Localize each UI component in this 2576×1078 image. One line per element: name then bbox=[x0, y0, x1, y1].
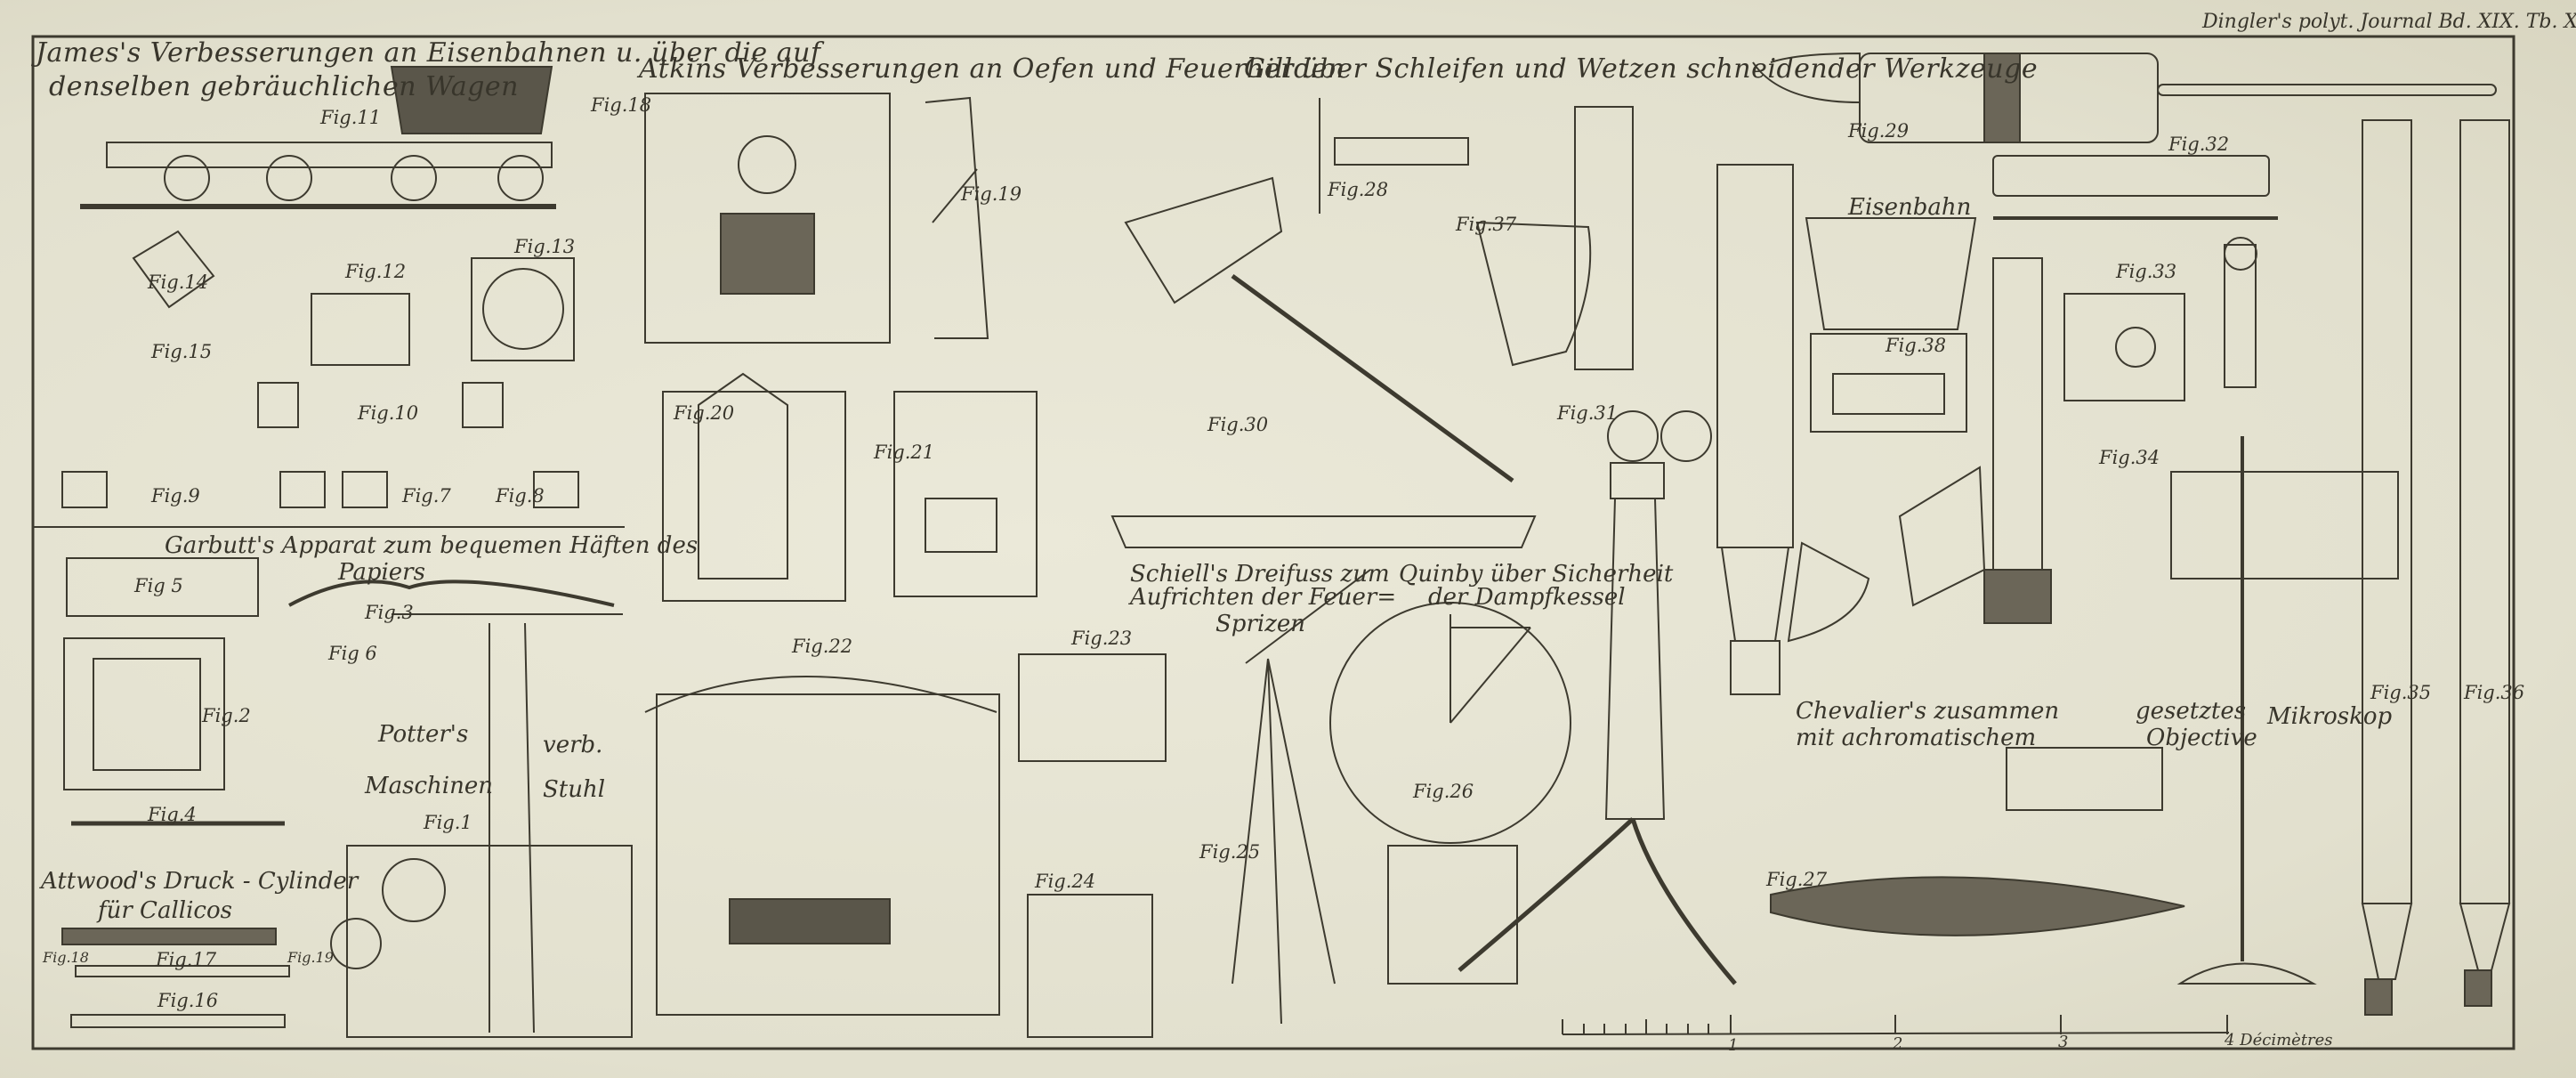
scale-tick-label: 3 bbox=[2058, 1033, 2069, 1051]
figure-label: Fig.36 bbox=[2464, 682, 2525, 703]
figure-label: Fig.32 bbox=[2168, 134, 2230, 155]
achromatic-microscope-drawing bbox=[1898, 237, 2399, 985]
coupling-drawings bbox=[61, 230, 579, 508]
heading-schiell-line3: Sprizen bbox=[1215, 611, 1306, 637]
figure-label: Fig.24 bbox=[1035, 871, 1096, 892]
figure-label: Fig.8 bbox=[496, 485, 545, 507]
scale-tick-label: 2 bbox=[1893, 1034, 1903, 1053]
figure-label: Fig.23 bbox=[1071, 628, 1133, 649]
heading-james-line2: denselben gebräuchlichen Wagen bbox=[49, 71, 519, 102]
figure-label: Fig.37 bbox=[1456, 214, 1517, 235]
figure-label: Fig 6 bbox=[328, 643, 377, 664]
figure-label: Fig.28 bbox=[1328, 179, 1389, 200]
figure-label: Fig.25 bbox=[1199, 841, 1261, 863]
boiler-circle-drawing bbox=[1329, 602, 1571, 985]
figure-label: Fig.13 bbox=[514, 236, 576, 257]
scale-tick-label: 1 bbox=[1728, 1036, 1739, 1055]
figure-label: Fig.22 bbox=[792, 636, 853, 657]
figure-label: Fig.29 bbox=[1848, 120, 1910, 142]
figure-label: Fig.2 bbox=[202, 705, 251, 726]
figure-label: Fig.35 bbox=[2370, 682, 2432, 703]
figure-label: Fig.33 bbox=[2116, 261, 2177, 282]
figure-label: Fig.31 bbox=[1557, 402, 1619, 424]
loom-drawing bbox=[330, 622, 633, 1038]
heading-james-line1: James's Verbesserungen an Eisenbahnen u.… bbox=[36, 37, 821, 69]
journal-header: Dingler's polyt. Journal Bd. XIX. Tb. XI bbox=[2202, 11, 2576, 33]
grinding-tool-drawings bbox=[1110, 52, 2497, 548]
tripod-drawing bbox=[1231, 569, 1371, 1025]
figure-label: Fig.30 bbox=[1207, 414, 1269, 435]
figure-label: Fig.4 bbox=[148, 804, 197, 825]
heading-chevalier-line1: Chevalier's zusammen bbox=[1796, 698, 2060, 725]
railway-wagon-drawing bbox=[80, 66, 556, 209]
heading-chevalier-line3: gesetztes bbox=[2136, 698, 2247, 725]
heading-chevalier-line2: mit achromatischem bbox=[1796, 725, 2037, 751]
figure-label: Fig.14 bbox=[148, 272, 209, 293]
figure-label: Fig.18 bbox=[591, 94, 652, 116]
figure-label: Fig.26 bbox=[1413, 781, 1474, 802]
figure-label: Fig.15 bbox=[151, 341, 213, 362]
heading-atkins: Atkins Verbesserungen an Oefen und Feuer… bbox=[639, 53, 1345, 85]
scale-bar bbox=[1562, 1015, 2230, 1035]
plate-frame bbox=[31, 35, 2515, 1050]
figure-label: Fig.16 bbox=[157, 990, 219, 1011]
scale-end-label: 4 Décimètres bbox=[2225, 1031, 2333, 1050]
heading-garbutt-line2: Papiers bbox=[338, 559, 425, 586]
figure-label: Fig.9 bbox=[151, 485, 200, 507]
heading-attwood-line2: für Callicos bbox=[98, 897, 232, 924]
heading-potter-line2: verb. bbox=[543, 732, 603, 758]
stove-drawings bbox=[644, 93, 1167, 1038]
figure-label: Fig.11 bbox=[320, 107, 382, 128]
figure-label: Fig.3 bbox=[365, 602, 414, 623]
heading-chevalier-line5: Mikroskop bbox=[2267, 703, 2393, 730]
microscope-drawing bbox=[1458, 164, 2185, 985]
figure-label: Fig.38 bbox=[1886, 335, 1947, 356]
railcar-section-drawing bbox=[1805, 217, 1977, 433]
figure-label: Fig.19 bbox=[961, 183, 1022, 205]
figure-label: Fig.1 bbox=[424, 812, 472, 833]
figure-label: Fig.12 bbox=[345, 261, 407, 282]
print-cylinder-drawings bbox=[61, 928, 290, 1028]
figure-label: Fig.27 bbox=[1766, 869, 1828, 890]
figure-label: Fig.7 bbox=[402, 485, 451, 507]
figure-label: Fig.17 bbox=[156, 949, 217, 970]
heading-schiell-line2: Aufrichten der Feuer= bbox=[1130, 584, 1397, 611]
heading-potter-line4: Stuhl bbox=[543, 776, 606, 803]
heading-attwood-line1: Attwood's Druck - Cylinder bbox=[41, 868, 359, 895]
figure-label: Fig 5 bbox=[134, 575, 183, 596]
telescope-tubes-drawing bbox=[2361, 119, 2511, 1016]
heading-potter-line1: Potter's bbox=[378, 721, 469, 748]
figure-label: Fig.20 bbox=[674, 402, 735, 424]
figure-label: Fig.21 bbox=[874, 442, 935, 463]
figure-label: Fig.18 bbox=[43, 949, 89, 966]
figure-label: Fig.34 bbox=[2099, 447, 2160, 468]
figure-label: Fig.19 bbox=[287, 949, 334, 966]
heading-quinby-line2: der Dampfkessel bbox=[1428, 584, 1626, 611]
heading-gill: Gill über Schleifen und Wetzen schneiden… bbox=[1244, 53, 2039, 85]
heading-quinby-line1: Quinby über Sicherheit bbox=[1399, 561, 1674, 588]
heading-chevalier-line4: Objective bbox=[2146, 725, 2257, 751]
heading-garbutt-line1: Garbutt's Apparat zum bequemen Häften de… bbox=[165, 532, 699, 559]
paper-press-drawings bbox=[63, 557, 623, 826]
figure-label: Fig.10 bbox=[358, 402, 419, 424]
heading-schiell-line1: Schiell's Dreifuss zum bbox=[1130, 561, 1390, 588]
label-eisenbahn: Eisenbahn bbox=[1848, 194, 1972, 221]
heading-potter-line3: Maschinen bbox=[365, 773, 493, 799]
